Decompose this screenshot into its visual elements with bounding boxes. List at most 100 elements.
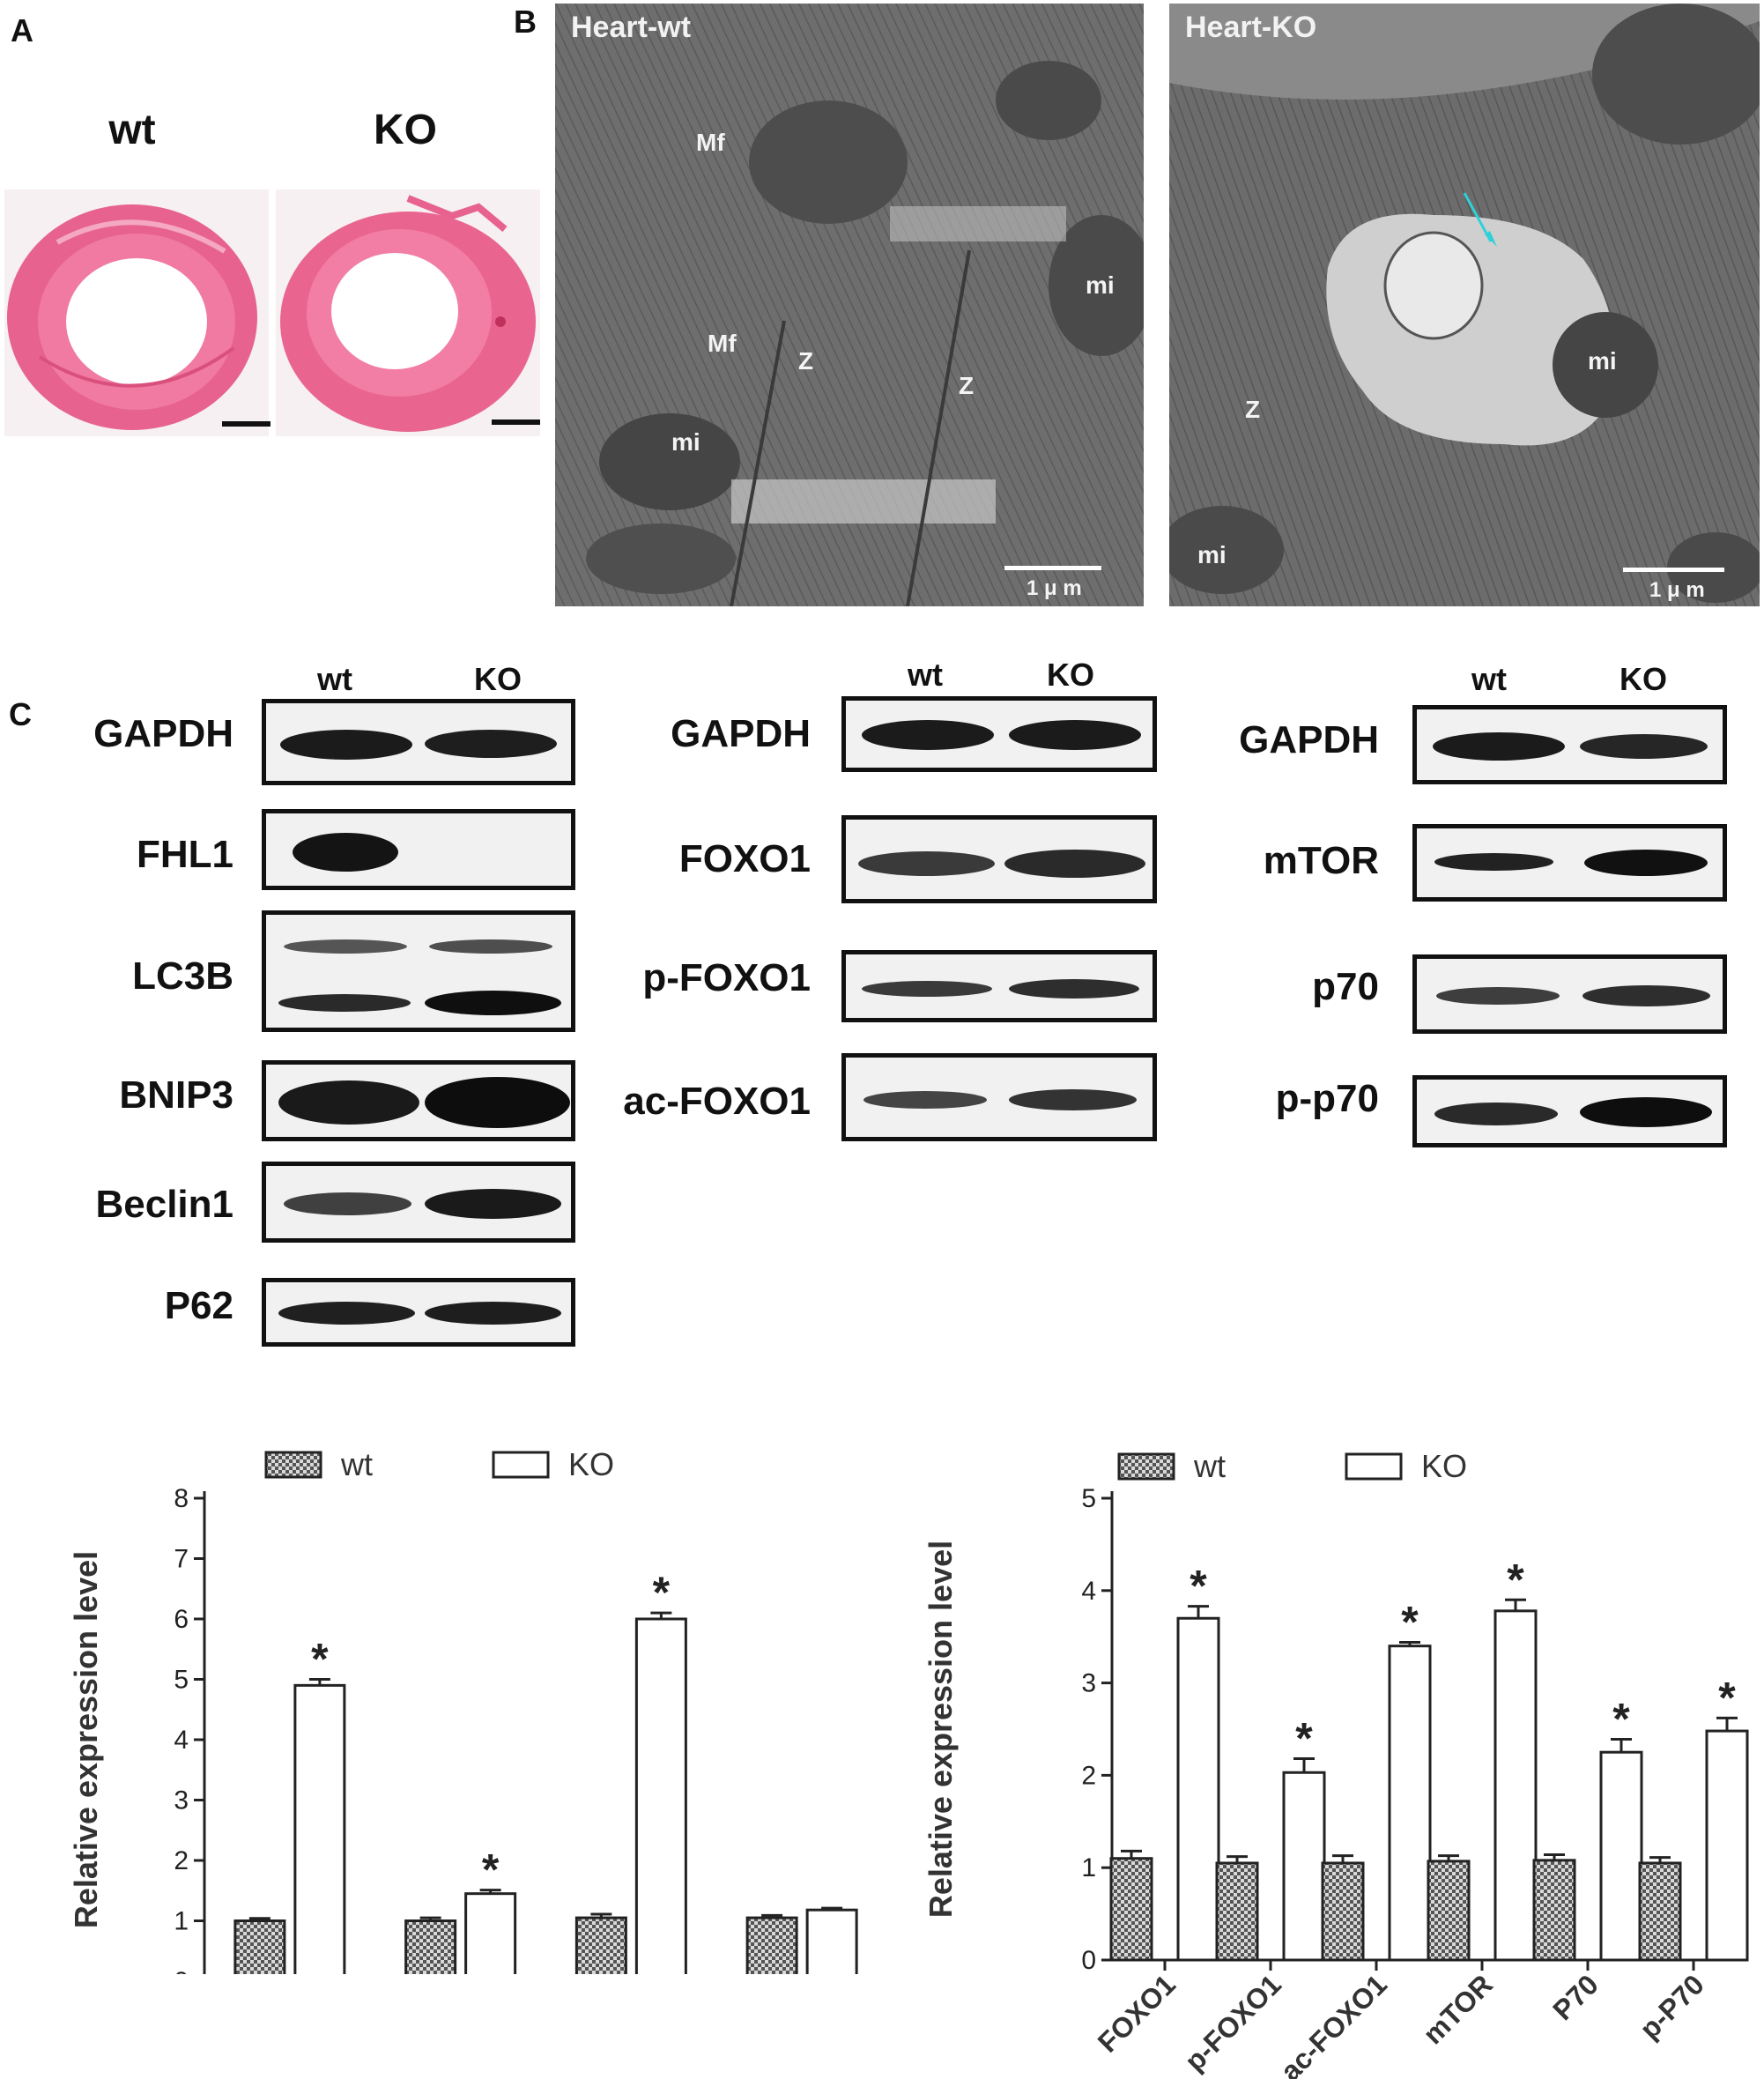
- blot-label-fhl1: FHL1: [137, 833, 233, 876]
- y-tick-label: 4: [1081, 1577, 1096, 1606]
- em-label-z-1: Z: [798, 347, 814, 375]
- y-tick-label: 3: [174, 1786, 189, 1815]
- significance-marker: *: [1718, 1673, 1736, 1722]
- bar-KO-0: [293, 1683, 346, 1974]
- blot-p-p70: [1412, 1075, 1727, 1147]
- em-wt-scale-text: 1 μ m: [1027, 576, 1082, 600]
- histology-ko-scale-bar: [492, 420, 540, 425]
- blot-label-p62: P62: [164, 1284, 233, 1327]
- bar-KO-3: [805, 1908, 858, 1974]
- blot-group2-lane-ko: KO: [1047, 657, 1094, 693]
- y-tick-label: 0: [1081, 1946, 1096, 1975]
- bar-KO-1: [1282, 1771, 1326, 1962]
- em-image-heart-wt: Heart-wt Mf Mf Z Z mi mi 1 μ m: [555, 4, 1144, 606]
- blot-label-p70: p70: [1312, 965, 1379, 1008]
- blot-label-p-foxo1: p-FOXO1: [642, 956, 811, 999]
- blot-gapdh-2: [841, 696, 1157, 772]
- significance-marker: *: [1507, 1555, 1524, 1604]
- em-ko-scale-bar: [1623, 568, 1724, 572]
- bar-wt-1: [1215, 1861, 1259, 1962]
- x-tick-label: P70: [1546, 1968, 1605, 2026]
- histology-ko-image: [276, 189, 540, 436]
- y-tick-label: 6: [174, 1605, 189, 1634]
- em-label-mf-2: Mf: [708, 330, 737, 357]
- significance-marker: *: [1295, 1714, 1313, 1763]
- em-label-mi-3: mi: [1588, 347, 1617, 375]
- blot-group2-lane-wt: wt: [908, 657, 943, 693]
- em-image-heart-ko: Heart-KO Z mi mi 1 μ m: [1169, 4, 1760, 606]
- y-tick-label: 7: [174, 1545, 189, 1574]
- bar-KO-4: [1599, 1750, 1643, 1962]
- bar-wt-0: [233, 1919, 286, 1974]
- bar-wt-2: [574, 1916, 627, 1974]
- y-tick-label: 2: [1081, 1761, 1096, 1790]
- legend-label-KO: KO: [1421, 1448, 1467, 1484]
- blot-gapdh-1: [262, 699, 575, 785]
- y-tick-label: 1: [1081, 1853, 1096, 1882]
- em-title-heart-ko: Heart-KO: [1185, 11, 1317, 44]
- blot-label-foxo1: FOXO1: [678, 837, 811, 880]
- y-axis-title: Relative expression level: [923, 1541, 959, 1918]
- y-tick-label: 4: [174, 1726, 189, 1755]
- blot-lc3b: [262, 910, 575, 1032]
- em-wt-scale-bar: [1004, 566, 1101, 570]
- blot-p-foxo1: [841, 950, 1157, 1022]
- y-tick-label: 0: [174, 1967, 189, 1974]
- histology-wt-scale-bar: [222, 421, 271, 427]
- y-tick-label: 5: [1081, 1484, 1096, 1513]
- blot-bnip3: [262, 1060, 575, 1141]
- x-tick-label: p-P70: [1634, 1968, 1710, 2045]
- blot-label-ac-foxo1: ac-FOXO1: [623, 1080, 811, 1123]
- blot-label-beclin1: Beclin1: [95, 1183, 233, 1226]
- bar-wt-1: [404, 1919, 457, 1974]
- bar-KO-1: [464, 1892, 517, 1974]
- bar-KO-0: [1176, 1616, 1220, 1962]
- em-label-mi-2: mi: [671, 428, 700, 456]
- x-tick-label: mTOR: [1417, 1968, 1499, 2050]
- y-tick-label: 5: [174, 1666, 189, 1695]
- blot-label-mtor: mTOR: [1263, 839, 1379, 882]
- significance-marker: *: [1401, 1597, 1419, 1646]
- blot-label-p-p70: p-p70: [1275, 1077, 1379, 1120]
- significance-marker: *: [482, 1845, 500, 1895]
- bar-KO-5: [1705, 1729, 1749, 1962]
- y-axis-title: Relative expression level: [68, 1551, 104, 1928]
- y-tick-label: 8: [174, 1484, 189, 1513]
- histology-wt-image: [4, 189, 269, 436]
- blot-beclin1: [262, 1162, 575, 1243]
- legend-label-wt: wt: [340, 1446, 373, 1482]
- blot-mtor: [1412, 824, 1727, 902]
- bar-wt-2: [1321, 1861, 1365, 1962]
- bar-wt-0: [1109, 1857, 1153, 1962]
- bar-wt-4: [1532, 1859, 1576, 1962]
- blot-group1-lane-wt: wt: [317, 661, 352, 697]
- y-tick-label: 1: [174, 1907, 189, 1936]
- blot-group3-lane-wt: wt: [1471, 661, 1507, 697]
- legend-label-wt: wt: [1193, 1448, 1226, 1484]
- blot-label-gapdh-1: GAPDH: [93, 712, 233, 755]
- blot-label-lc3b: LC3B: [132, 954, 233, 998]
- em-label-mi-4: mi: [1197, 541, 1227, 568]
- bar-wt-5: [1638, 1861, 1682, 1962]
- legend-label-KO: KO: [568, 1446, 614, 1482]
- blot-group1-lane-ko: KO: [474, 661, 522, 697]
- blot-fhl1: [262, 809, 575, 890]
- em-ko-scale-text: 1 μ m: [1649, 578, 1705, 602]
- blot-ac-foxo1: [841, 1053, 1157, 1141]
- panel-label-a: A: [11, 12, 33, 48]
- x-tick-label: p-FOXO1: [1178, 1968, 1287, 2077]
- blot-gapdh-3: [1412, 705, 1727, 784]
- blot-label-bnip3: BNIP3: [119, 1073, 233, 1117]
- blot-p70: [1412, 954, 1727, 1034]
- x-tick-label: ac-FOXO1: [1274, 1968, 1393, 2079]
- bar-wt-3: [745, 1916, 798, 1974]
- legend-swatch-KO: [1345, 1452, 1403, 1481]
- em-title-heart-wt: Heart-wt: [571, 11, 692, 44]
- legend-swatch-wt: [264, 1451, 322, 1479]
- bar-KO-3: [1493, 1609, 1538, 1962]
- blot-foxo1: [841, 815, 1157, 903]
- panel-label-b: B: [514, 4, 537, 40]
- em-label-mf-1: Mf: [696, 129, 725, 156]
